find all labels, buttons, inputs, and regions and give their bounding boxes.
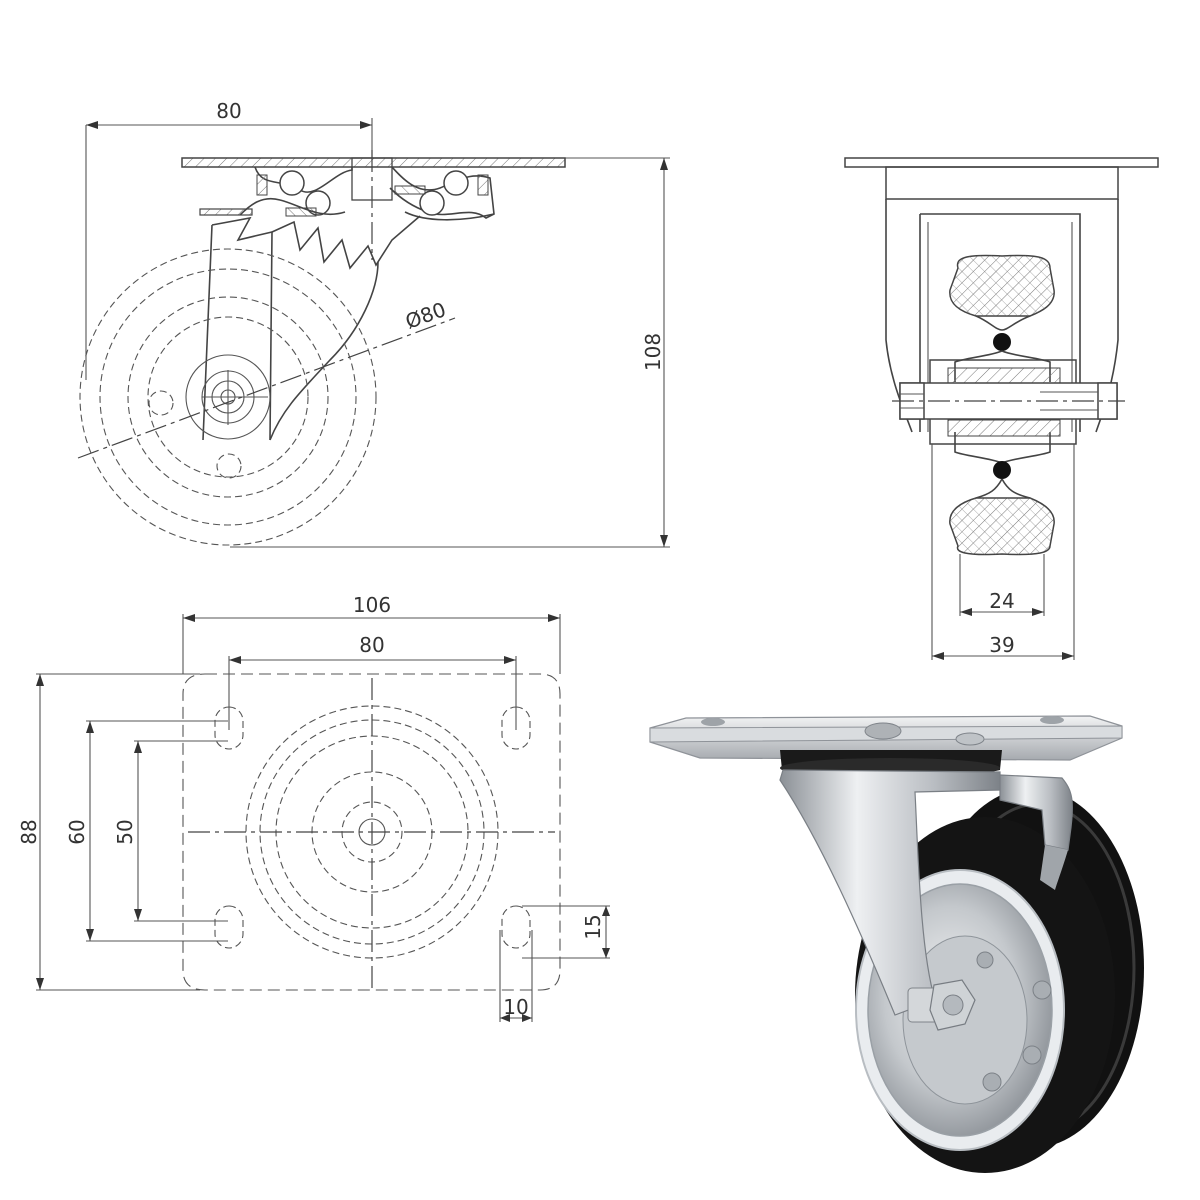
top-slot-width-label: 10 (503, 995, 528, 1019)
front-view: 24 39 (844, 157, 1159, 660)
top-plate-width-label: 106 (353, 593, 391, 617)
side-diameter-label: Ø80 (402, 297, 449, 334)
top-hole-spacing-x-label: 80 (359, 633, 384, 657)
caster-product-photo (649, 715, 1144, 1173)
front-tread-label: 24 (989, 589, 1014, 613)
top-view: 106 80 88 60 50 15 (17, 593, 610, 1022)
top-inner-spacing-label: 50 (113, 819, 137, 844)
side-height-label: 108 (641, 333, 665, 371)
top-hole-spacing-y-label: 60 (65, 819, 89, 844)
top-plate-height-label: 88 (17, 819, 41, 844)
side-view: 80 108 (77, 99, 670, 548)
top-slot-length-label: 15 (581, 914, 605, 939)
front-outer-label: 39 (989, 633, 1014, 657)
side-width-label: 80 (216, 99, 241, 123)
